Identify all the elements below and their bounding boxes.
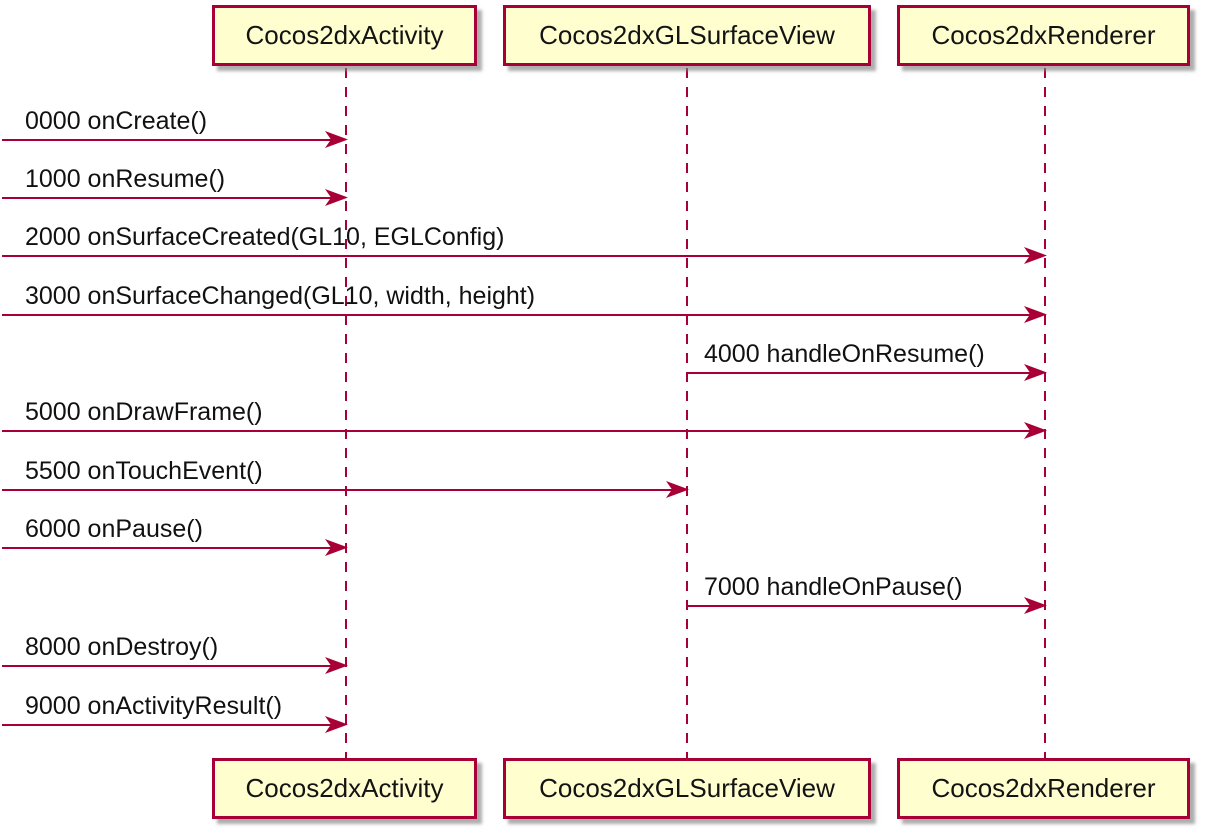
participant-box-bottom-cocos2dxactivity: Cocos2dxActivity <box>212 758 477 819</box>
message-line <box>2 197 338 199</box>
message-line <box>687 372 1037 374</box>
message-line <box>2 665 338 667</box>
message-line <box>687 605 1037 607</box>
message-label: 6000 onPause() <box>25 515 203 543</box>
participant-box-bottom-cocos2dxrenderer: Cocos2dxRenderer <box>897 758 1190 819</box>
message-line <box>2 430 1037 432</box>
message-label: 4000 handleOnResume() <box>704 340 985 368</box>
message-label: 7000 handleOnPause() <box>704 573 963 601</box>
participant-box-top-cocos2dxrenderer: Cocos2dxRenderer <box>897 5 1190 66</box>
message-label: 0000 onCreate() <box>25 107 208 135</box>
message-label: 3000 onSurfaceChanged(GL10, width, heigh… <box>25 282 536 310</box>
participant-box-top-cocos2dxactivity: Cocos2dxActivity <box>212 5 477 66</box>
message-label: 8000 onDestroy() <box>25 633 219 661</box>
lifeline-cocos2dxglsurfaceview <box>686 68 688 758</box>
message-label: 2000 onSurfaceCreated(GL10, EGLConfig) <box>25 223 505 251</box>
lifeline-cocos2dxactivity <box>345 68 347 758</box>
message-line <box>2 139 338 141</box>
message-line <box>2 255 1037 257</box>
participant-box-bottom-cocos2dxglsurfaceview: Cocos2dxGLSurfaceView <box>503 758 871 819</box>
message-label: 5500 onTouchEvent() <box>25 457 263 485</box>
message-line <box>2 724 338 726</box>
message-label: 9000 onActivityResult() <box>25 692 283 720</box>
message-line <box>2 314 1037 316</box>
message-line <box>2 489 679 491</box>
participant-box-top-cocos2dxglsurfaceview: Cocos2dxGLSurfaceView <box>503 5 871 66</box>
message-line <box>2 547 338 549</box>
message-label: 5000 onDrawFrame() <box>25 398 263 426</box>
lifeline-cocos2dxrenderer <box>1044 68 1046 758</box>
message-label: 1000 onResume() <box>25 165 226 193</box>
